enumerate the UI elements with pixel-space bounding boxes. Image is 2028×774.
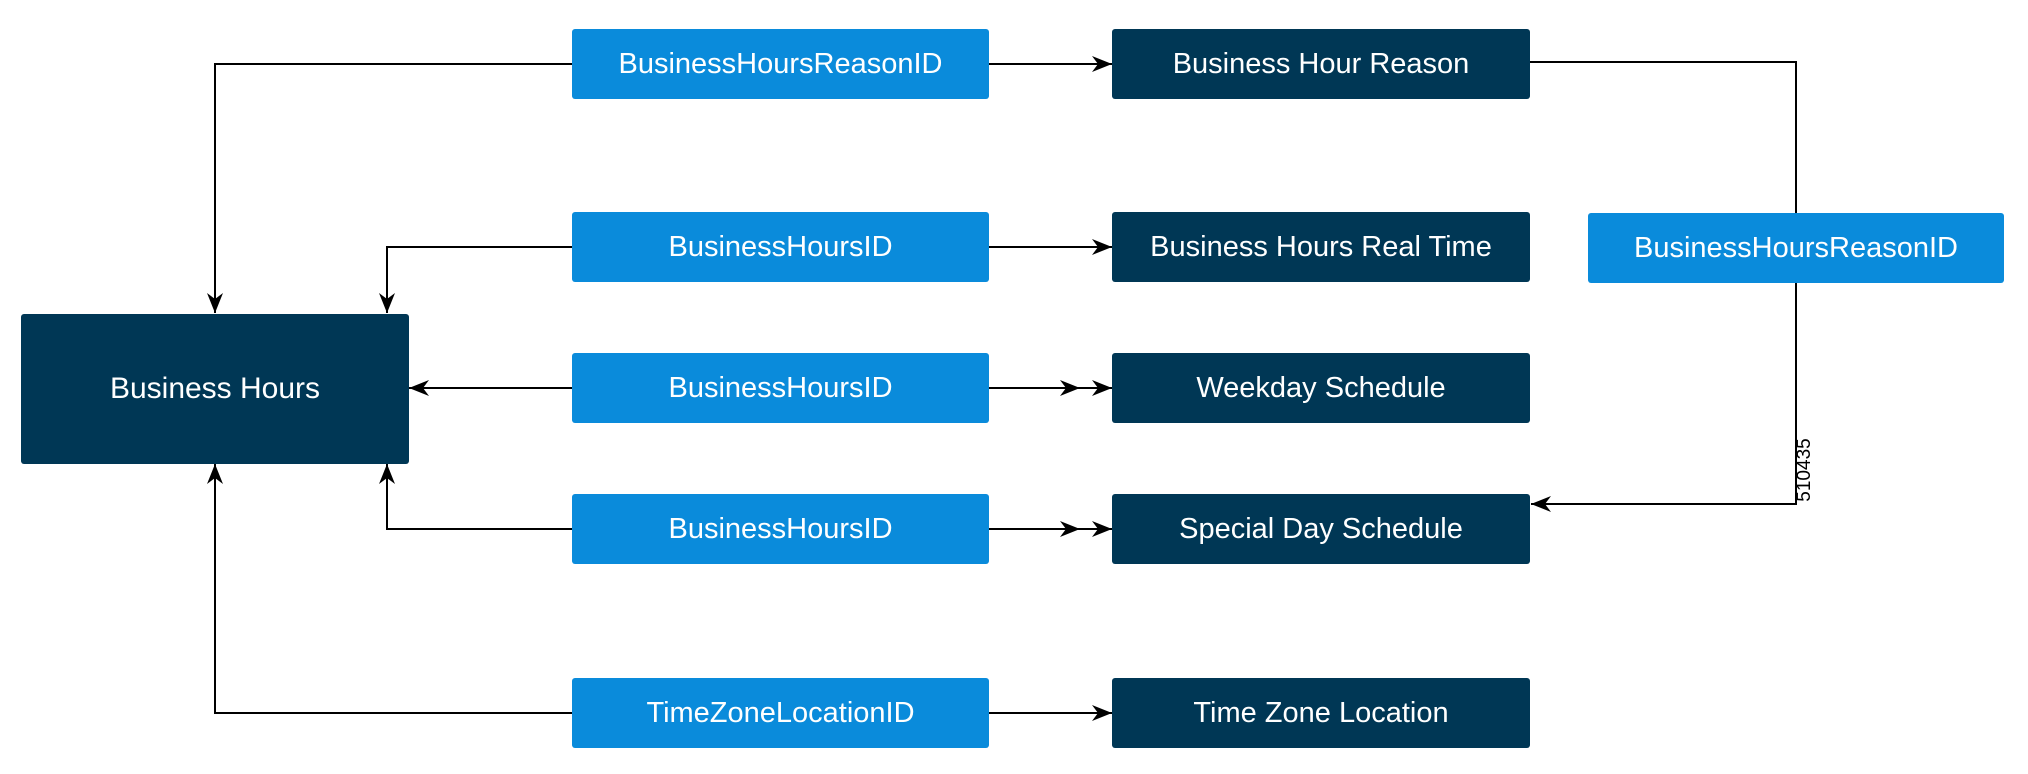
special-day-schedule-table[interactable]: Special Day Schedule: [1112, 494, 1530, 564]
key-time-zone-location-id[interactable]: TimeZoneLocationID: [572, 678, 989, 748]
key-label: BusinessHoursID: [668, 371, 893, 404]
business-hour-reason-table[interactable]: Business Hour Reason: [1112, 29, 1530, 99]
table-label: Business Hour Reason: [1172, 47, 1470, 80]
table-label: Business Hours Real Time: [1150, 230, 1492, 263]
key-label: BusinessHoursReasonID: [618, 47, 943, 80]
connector-reason-key-to-business-hours: [207, 63, 572, 313]
table-label: Time Zone Location: [1193, 696, 1449, 729]
key-label: TimeZoneLocationID: [646, 696, 915, 729]
key-label: BusinessHoursID: [668, 230, 893, 263]
table-label: Weekday Schedule: [1196, 371, 1446, 404]
business-hours-label: Business Hours: [109, 372, 321, 405]
weekday-schedule-table[interactable]: Weekday Schedule: [1112, 353, 1530, 423]
key-business-hours-id-weekday[interactable]: BusinessHoursID: [572, 353, 989, 423]
connector-reason-table-to-right-key: [1530, 61, 1797, 213]
key-label: BusinessHoursID: [668, 512, 893, 545]
connector-right-key-to-special-table: [1531, 283, 1797, 512]
key-label: BusinessHoursReasonID: [1634, 231, 1958, 264]
connector-timezone-key-to-business-hours: [207, 464, 572, 714]
key-business-hours-id-special-day[interactable]: BusinessHoursID: [572, 494, 989, 564]
connector-special-key-to-business-hours: [379, 464, 572, 530]
business-hours-table[interactable]: Business Hours: [21, 314, 409, 464]
key-business-hours-id-realtime[interactable]: BusinessHoursID: [572, 212, 989, 282]
figure-number: 510435: [1794, 438, 1815, 502]
time-zone-location-table[interactable]: Time Zone Location: [1112, 678, 1530, 748]
key-business-hours-reason-id-right[interactable]: BusinessHoursReasonID: [1588, 213, 2004, 283]
key-business-hours-reason-id[interactable]: BusinessHoursReasonID: [572, 29, 989, 99]
business-hours-real-time-table[interactable]: Business Hours Real Time: [1112, 212, 1530, 282]
table-label: Special Day Schedule: [1179, 512, 1463, 545]
connector-realtime-key-to-business-hours: [379, 246, 572, 313]
